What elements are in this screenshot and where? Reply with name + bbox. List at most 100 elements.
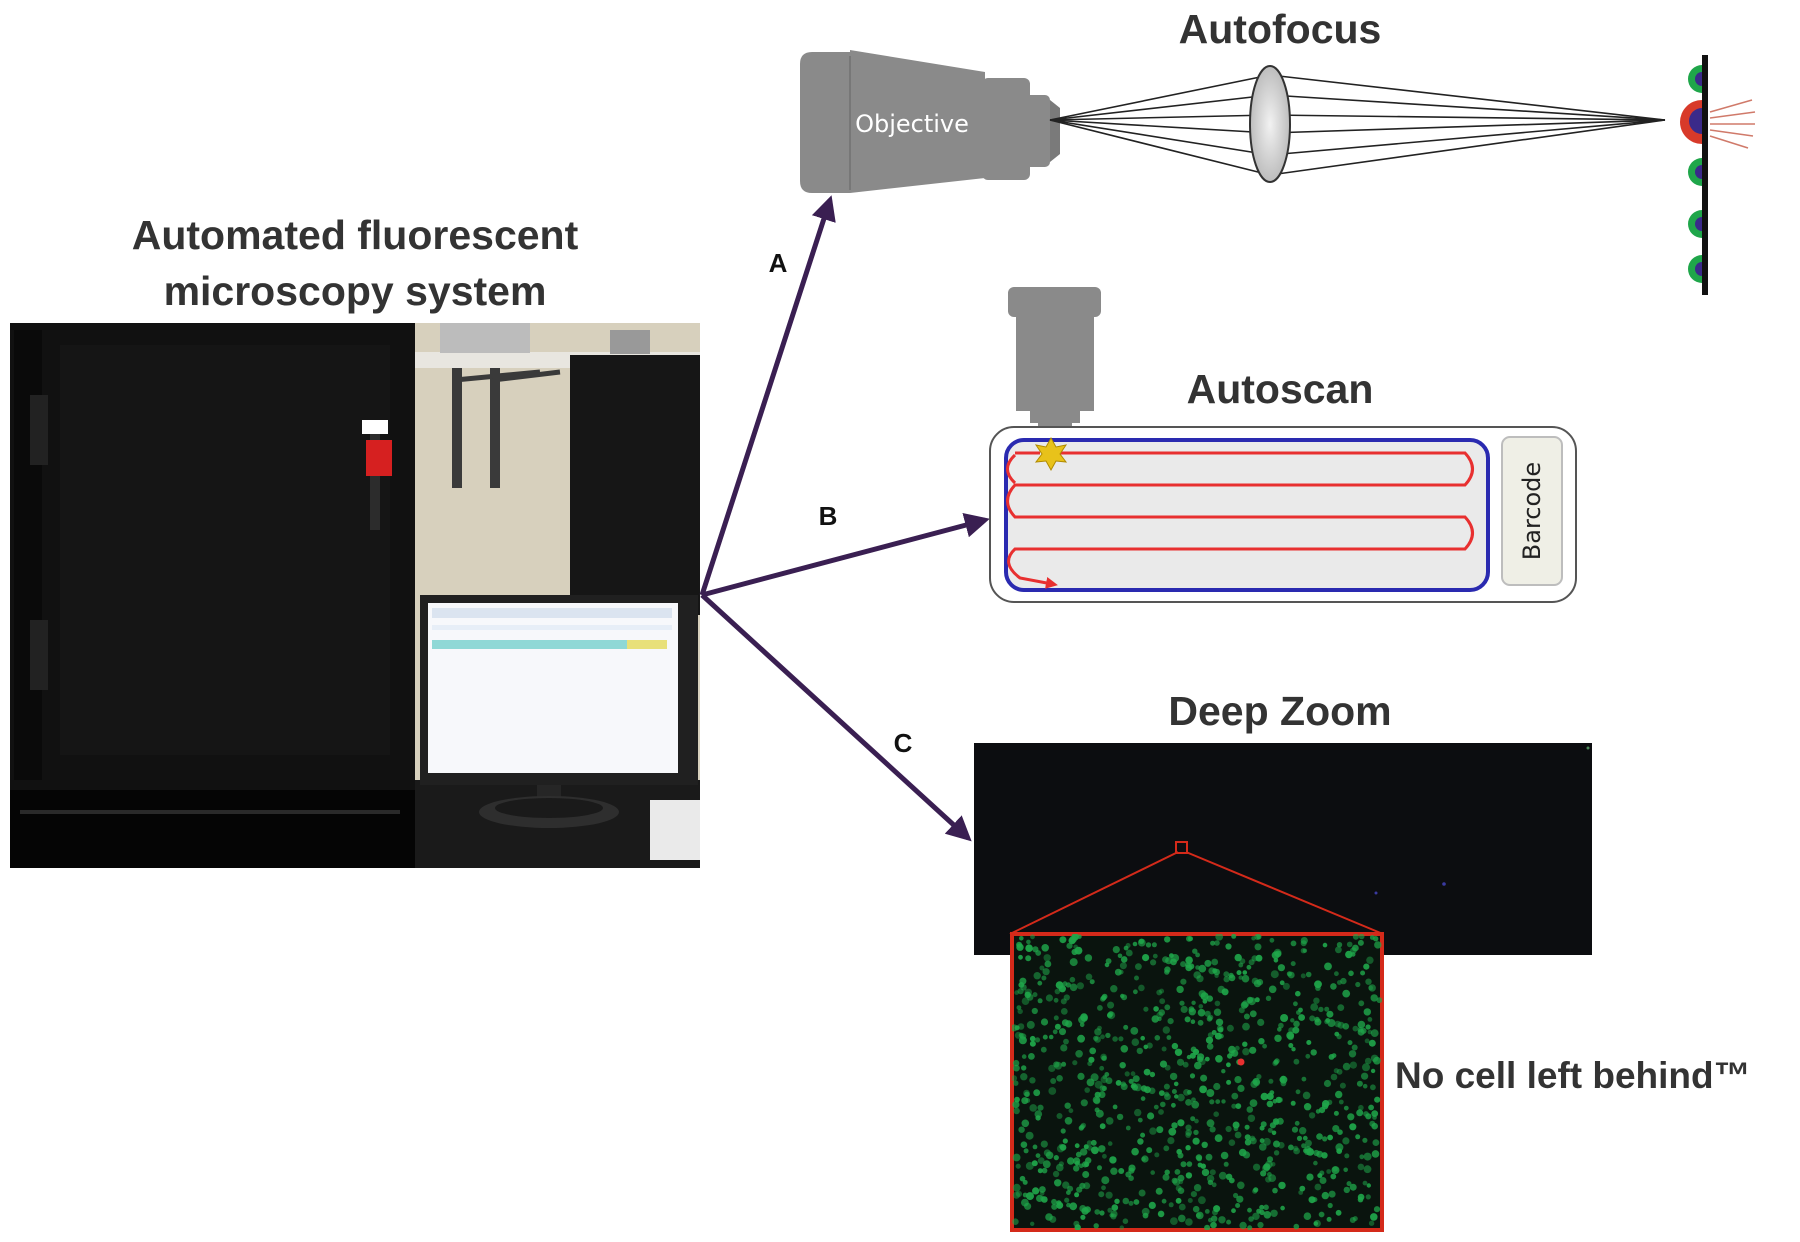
fluorescent-cell [1073,944,1078,950]
fluorescent-cell [1211,958,1219,966]
fluorescent-cell [1167,1137,1175,1145]
fluorescent-cell [1045,994,1053,1002]
fluorescent-cell [1291,1126,1299,1133]
fluorescent-cell [1275,1096,1283,1104]
fluorescent-cell [1371,1110,1379,1117]
fluorescent-cell [1190,1019,1196,1024]
fluorescent-cell [1348,1050,1357,1058]
fluorescent-cell [1192,1048,1200,1055]
branch-letter-a: A [769,248,788,278]
fluorescent-cell [1212,968,1218,974]
fluorescent-cell [1335,946,1342,954]
fluorescent-cell [1234,953,1242,962]
fluorescent-cell [1231,1208,1236,1214]
fluorescent-cell [1125,949,1133,957]
fluorescent-cell [1357,1196,1364,1203]
fluorescent-cell [1241,1000,1250,1008]
fluorescent-cell [1313,1160,1318,1166]
fluorescent-cell [1161,1198,1167,1204]
fluorescent-cell [1238,1007,1245,1014]
fluorescent-cell [1355,1134,1361,1140]
fluorescent-cell [1018,1036,1027,1045]
fluorescent-cell [1365,978,1372,985]
fluorescent-cell [1365,1024,1371,1030]
fluorescent-cell [1062,981,1068,987]
fluorescent-cell [1044,960,1052,968]
fluorescent-cell [1123,1024,1129,1030]
fluorescent-cell [1066,942,1073,949]
fluorescent-cell [1373,936,1379,942]
arrow-c [700,593,972,842]
fluorescent-cell [1213,1111,1219,1117]
fluorescent-cell [1089,979,1095,985]
fluorescent-cell [1257,1018,1265,1026]
fluorescent-cell [1249,1135,1256,1142]
zoom-region-marker [1175,841,1188,854]
fluorescent-cell [1153,1006,1159,1012]
fluorescent-cell [1280,1080,1287,1087]
fluorescent-cell [1090,1139,1097,1146]
fluorescent-cell [1334,971,1339,977]
fluorescent-cell [1226,1079,1232,1085]
fluorescent-cell [1162,1173,1170,1181]
fluorescent-cell [1029,1077,1036,1084]
fluorescent-cell [1368,1039,1376,1047]
fluorescent-cell [1186,1161,1193,1167]
fluorescent-cell [1176,985,1184,994]
fluorescent-cell [1065,1020,1073,1028]
fluorescent-cell [1069,935,1077,944]
fluorescent-cell [1214,1134,1223,1142]
fluorescent-cell [1119,962,1127,970]
fluorescent-cell [1149,1071,1156,1078]
fluorescent-cell [1045,1151,1054,1160]
fluorescent-cell [1131,1084,1138,1091]
fluorescent-cell [1175,1185,1182,1192]
fluorescent-cell [1365,1113,1372,1120]
fluorescent-cell [1099,1065,1105,1071]
fluorescent-cell [1333,1068,1339,1074]
barcode-box [1501,436,1563,586]
fluorescent-cell [1328,1190,1336,1198]
arrow-a [699,195,836,596]
fluorescent-cell [1197,1008,1206,1017]
fluorescent-cell [1174,1094,1179,1099]
fluorescent-cell [1205,1153,1213,1161]
fluorescent-cell [1100,1034,1105,1040]
fluorescent-cell [1200,1074,1208,1082]
fluorescent-cell [1048,1064,1056,1072]
fluorescent-cell [1327,1202,1333,1209]
fluorescent-cell [1171,1089,1177,1094]
fluorescent-cell [1064,1102,1071,1109]
fluorescent-cell [1228,972,1234,979]
fluorescent-cell [1193,1184,1202,1192]
fluorescent-cell [1249,1099,1258,1107]
fluorescent-cell [1374,941,1382,949]
fluorescent-cell [1152,953,1158,959]
fluorescent-cell [1122,1197,1130,1205]
branch-letter-b: B [819,501,838,531]
fluorescent-cell [1195,965,1200,970]
fluorescent-cell [1135,963,1142,970]
fluorescent-cell [1266,1092,1274,1100]
fluorescent-cell [1163,1083,1170,1090]
fluorescent-cell [1342,1137,1350,1145]
fluorescent-cell [1173,1081,1179,1087]
fluorescent-cell [1058,1161,1064,1167]
fluorescent-cell [1291,1047,1296,1052]
fluorescent-cell [1062,1181,1070,1189]
fluorescent-cell [1148,1201,1156,1209]
fluorescent-cell [1363,1152,1372,1161]
fluorescent-cell [1128,1175,1134,1181]
fluorescent-cell [1063,994,1070,1001]
fluorescent-cell [1157,1210,1165,1218]
fluorescent-cell [1338,1099,1344,1105]
arrow-b [701,513,990,598]
fluorescent-cell [1259,1125,1265,1131]
fluorescent-cell [1158,1009,1165,1016]
fluorescent-cell [1156,1126,1164,1134]
fluorescent-cell [1234,1045,1240,1051]
fluorescent-cell [1022,1179,1028,1185]
fluorescent-cell [1112,1104,1118,1110]
fluorescent-cell [1024,1091,1030,1098]
fluorescent-cell [1290,940,1297,947]
